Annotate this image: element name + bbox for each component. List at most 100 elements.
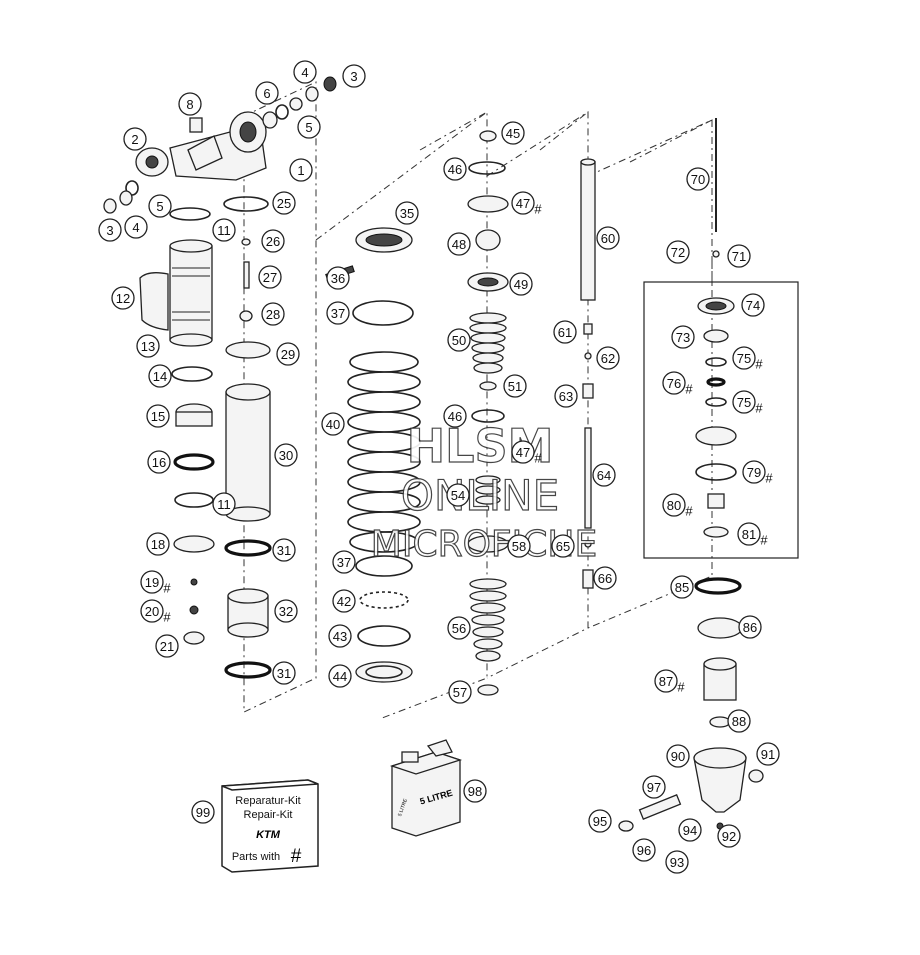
- callout-number: 36: [331, 271, 345, 286]
- callout-number: 40: [326, 417, 340, 432]
- callout-45: 45: [501, 121, 525, 145]
- callout-8: 8: [178, 92, 202, 116]
- repair-kit-hash-mark: #: [755, 401, 763, 416]
- callout-number: 85: [675, 580, 689, 595]
- callout-circle: [274, 443, 298, 467]
- callout-circle: [191, 800, 215, 824]
- callout-number: 90: [671, 749, 685, 764]
- callout-number: 31: [277, 543, 291, 558]
- callout-number: 49: [514, 277, 528, 292]
- callout-number: 5: [305, 120, 312, 135]
- callout-circle: [155, 634, 179, 658]
- watermark-line2: ONLINE: [401, 471, 559, 520]
- callout-circle: [447, 232, 471, 256]
- shim-stack-lower: [469, 578, 507, 662]
- callout-circle: [447, 616, 471, 640]
- callout-circle: [632, 838, 656, 862]
- callout-circle: [293, 60, 317, 84]
- callout-circle: [140, 570, 164, 594]
- repair-kit-hash-mark: #: [534, 202, 542, 217]
- repair-kit-brand-logo: KTM: [256, 829, 281, 841]
- callout-circle: [332, 589, 356, 613]
- callout-circle: [178, 92, 202, 116]
- callout-number: 42: [337, 594, 351, 609]
- callout-16: 16: [147, 450, 171, 474]
- callout-20: 20#: [140, 599, 171, 625]
- callout-number: 73: [676, 330, 690, 345]
- callout-number: 48: [452, 237, 466, 252]
- callout-number: 93: [670, 855, 684, 870]
- callout-93: 93: [665, 850, 689, 874]
- callout-circle: [447, 328, 471, 352]
- callout-27: 27: [258, 265, 282, 289]
- callout-49: 49: [509, 272, 533, 296]
- callout-number: 25: [277, 196, 291, 211]
- callout-47: 47#: [511, 440, 542, 466]
- callout-circle: [666, 240, 690, 264]
- callout-99: 99: [191, 800, 215, 824]
- watermark-line1: HLSM: [407, 419, 554, 473]
- callout-11: 11: [212, 492, 236, 516]
- repair-kit-hash-mark: #: [685, 382, 693, 397]
- callout-circle: [395, 201, 419, 225]
- callout-circle: [686, 167, 710, 191]
- callout-number: 65: [556, 539, 570, 554]
- callout-circle: [123, 127, 147, 151]
- callout-98: 98: [463, 779, 487, 803]
- repair-kit-hash-mark: #: [534, 451, 542, 466]
- repair-kit-line2: Repair-Kit: [244, 809, 293, 821]
- callout-number: 87: [659, 674, 673, 689]
- spring-column: [325, 227, 421, 683]
- callout-number: 5: [156, 199, 163, 214]
- callout-56: 56: [447, 616, 471, 640]
- callout-number: 86: [743, 620, 757, 635]
- callout-circle: [717, 824, 741, 848]
- callout-15: 15: [146, 404, 170, 428]
- callout-number: 74: [746, 298, 760, 313]
- callout-number: 18: [151, 537, 165, 552]
- callout-75: 75#: [732, 390, 763, 416]
- callout-32: 32: [274, 599, 298, 623]
- callout-circle: [642, 775, 666, 799]
- callout-circle: [326, 266, 350, 290]
- oil-can: 5 LITRE 5 LITRE: [389, 739, 463, 837]
- callout-circle: [507, 534, 531, 558]
- callout-circle: [274, 599, 298, 623]
- callout-circle: [276, 342, 300, 366]
- callout-number: 46: [448, 162, 462, 177]
- callout-number: 58: [512, 539, 526, 554]
- callout-circle: [662, 493, 686, 517]
- callout-51: 51: [503, 374, 527, 398]
- callout-88: 88: [727, 709, 751, 733]
- callout-circle: [443, 404, 467, 428]
- callout-number: 11: [217, 497, 231, 512]
- callout-circle: [342, 64, 366, 88]
- callout-number: 95: [593, 814, 607, 829]
- callout-circle: [261, 229, 285, 253]
- callout-46: 46: [443, 404, 467, 428]
- callout-number: 72: [671, 245, 685, 260]
- callout-number: 99: [196, 805, 210, 820]
- shock-upper-mount: [103, 76, 337, 214]
- callout-circle: [551, 534, 575, 558]
- callout-number: 32: [279, 604, 293, 619]
- callout-circle: [124, 215, 148, 239]
- repair-kit-line1: Reparatur-Kit: [235, 795, 300, 807]
- callout-number: 50: [452, 333, 466, 348]
- callout-circle: [553, 320, 577, 344]
- callout-91: 91: [756, 742, 780, 766]
- callout-circle: [261, 302, 285, 326]
- callout-circle: [328, 624, 352, 648]
- callout-87: 87#: [654, 669, 685, 695]
- callout-circle: [146, 532, 170, 556]
- callout-circle: [448, 680, 472, 704]
- callout-number: 80: [667, 498, 681, 513]
- callout-86: 86: [738, 615, 762, 639]
- callout-79: 79#: [742, 460, 773, 486]
- callout-circle: [446, 483, 470, 507]
- callout-circle: [501, 121, 525, 145]
- callout-75: 75#: [732, 346, 763, 372]
- callout-circle: [593, 566, 617, 590]
- repair-kit-hash-mark: #: [163, 610, 171, 625]
